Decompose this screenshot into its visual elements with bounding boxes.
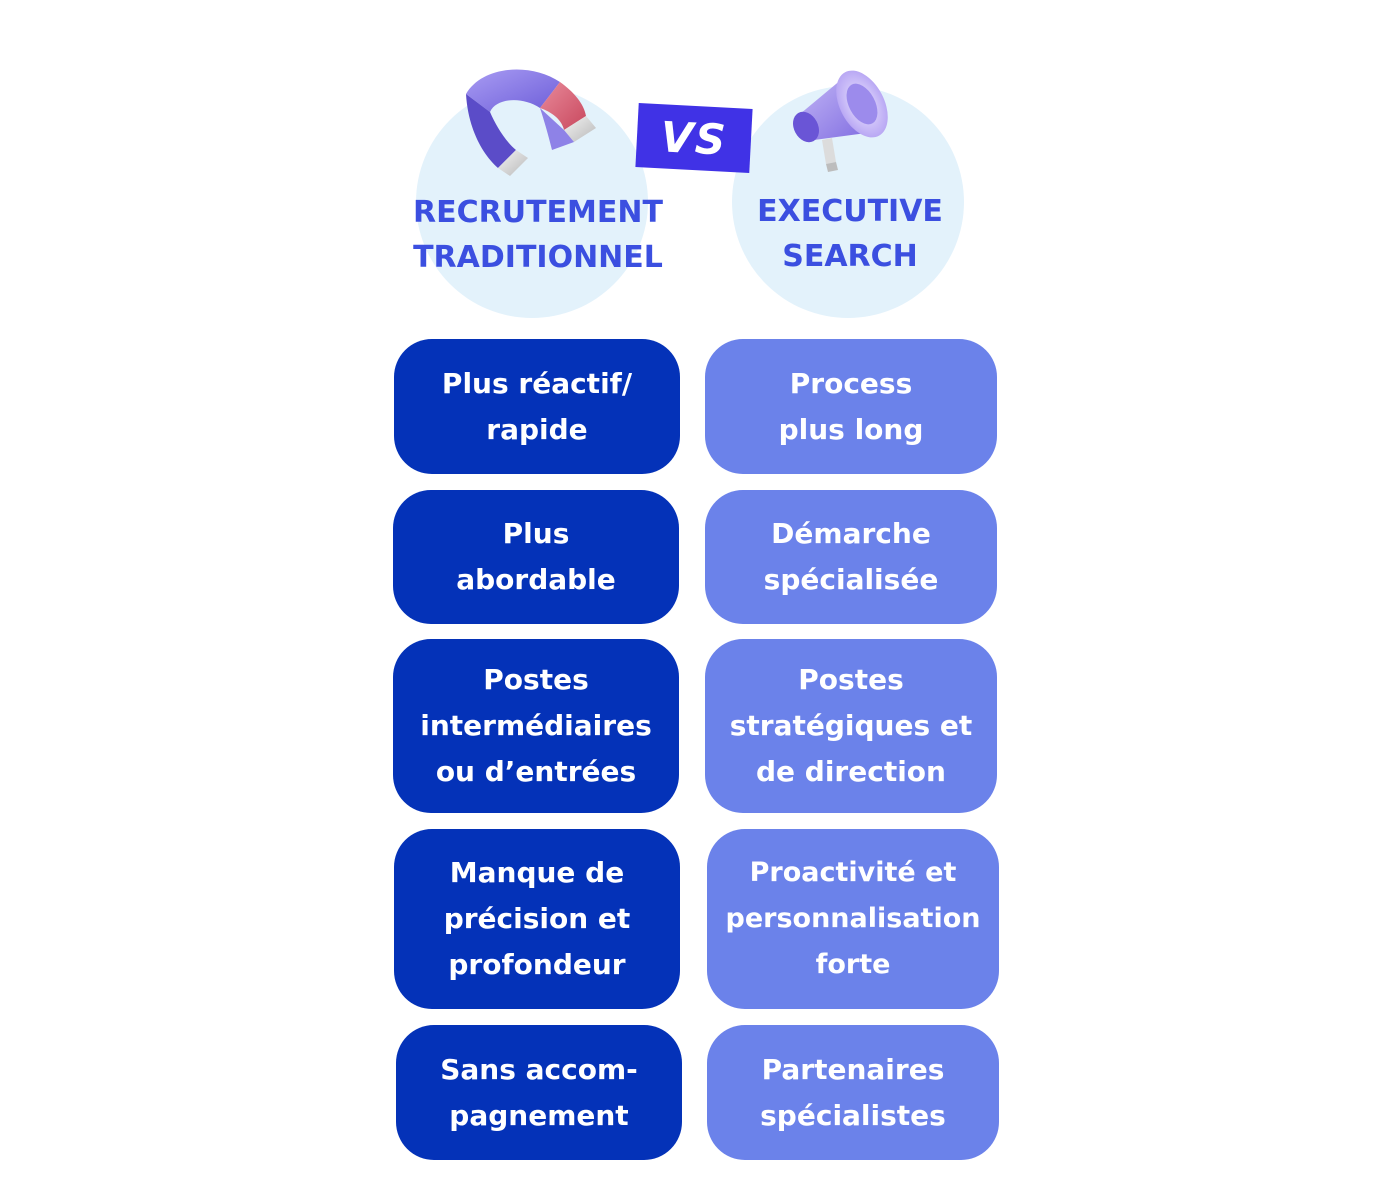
card-line: Postes — [798, 663, 904, 696]
left-card-5: Sans accom- pagnement — [396, 1025, 682, 1160]
card-line: forte — [815, 949, 891, 980]
card-line: stratégiques et — [729, 709, 973, 742]
vs-badge: VS — [635, 103, 753, 173]
card-line: rapide — [486, 412, 588, 446]
megaphone-icon — [793, 70, 888, 172]
card-line: personnalisation — [725, 903, 981, 934]
vs-label: VS — [659, 111, 729, 165]
left-card-4: Manque de précision et profondeur — [394, 829, 680, 1009]
card-line: profondeur — [448, 948, 626, 981]
right-card-4: Proactivité et personnalisation forte — [707, 829, 999, 1009]
right-card-2: Démarche spécialisée — [705, 490, 997, 624]
card-line: abordable — [456, 563, 616, 596]
right-column-title: EXECUTIVE SEARCH — [700, 189, 1000, 279]
left-title-line-1: RECRUTEMENT — [413, 195, 663, 230]
left-title-line-2: TRADITIONNEL — [413, 240, 663, 275]
left-card-1: Plus réactif/ rapide — [394, 339, 680, 474]
card-line: Plus — [502, 517, 570, 550]
card-line: Process — [789, 366, 913, 400]
card-line: spécialistes — [760, 1098, 946, 1132]
card-line: Proactivité et — [749, 857, 957, 888]
card-line: ou d’entrées — [435, 755, 637, 788]
card-line: Postes — [483, 663, 589, 696]
left-header-circle — [416, 86, 648, 318]
card-line: Démarche — [771, 517, 931, 550]
left-card-3: Postes intermédiaires ou d’entrées — [393, 639, 679, 813]
card-line: Manque de — [449, 856, 625, 889]
card-line: Plus réactif/ — [441, 366, 633, 400]
card-line: Sans accom- — [440, 1052, 638, 1086]
card-line: pagnement — [449, 1098, 629, 1132]
card-line: de direction — [756, 755, 946, 788]
card-line: précision et — [443, 902, 631, 935]
left-card-2: Plus abordable — [393, 490, 679, 624]
card-line: plus long — [778, 412, 924, 446]
left-column-title: RECRUTEMENT TRADITIONNEL — [380, 190, 696, 280]
right-card-5: Partenaires spécialistes — [707, 1025, 999, 1160]
right-card-3: Postes stratégiques et de direction — [705, 639, 997, 813]
card-line: spécialisée — [763, 563, 939, 596]
right-title-line-2: SEARCH — [782, 239, 918, 274]
right-card-1: Process plus long — [705, 339, 997, 474]
card-line: Partenaires — [761, 1052, 945, 1086]
card-line: intermédiaires — [420, 709, 652, 742]
magnet-icon — [466, 69, 596, 176]
right-title-line-1: EXECUTIVE — [757, 194, 943, 229]
